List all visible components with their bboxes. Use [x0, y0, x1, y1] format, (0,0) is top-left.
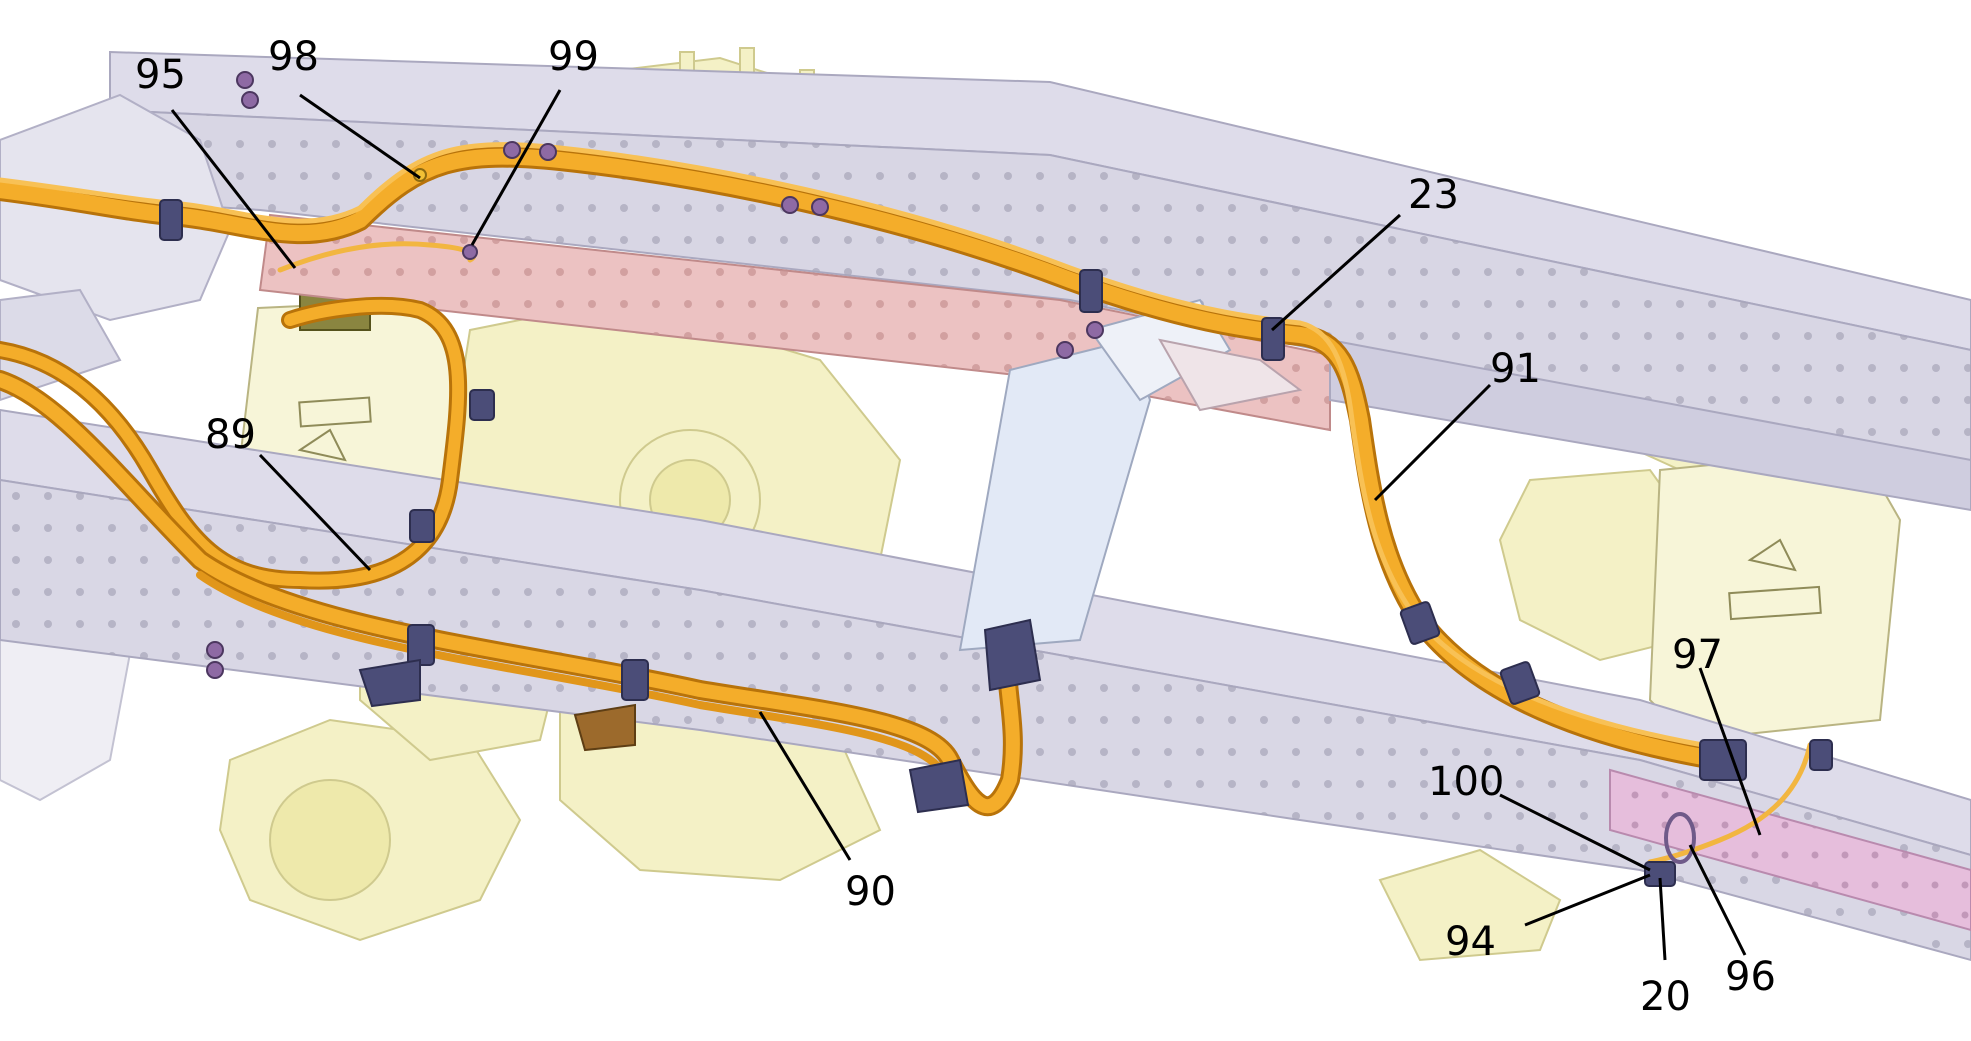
bracket — [358, 658, 421, 708]
control-unit-right — [1648, 448, 1902, 742]
bolt — [241, 91, 259, 109]
warning-triangle-icon — [1747, 538, 1797, 572]
leader-98 — [299, 93, 421, 180]
bolt — [781, 196, 799, 214]
leader-91 — [1373, 383, 1492, 502]
clamp — [409, 509, 435, 543]
clamp — [469, 389, 495, 421]
clamps — [159, 199, 1833, 887]
clamp — [1499, 661, 1541, 705]
callout-96: 96 — [1725, 954, 1776, 1000]
callout-99: 99 — [548, 34, 599, 80]
bolt — [206, 641, 224, 659]
leader-97 — [1698, 667, 1762, 836]
bolts — [206, 71, 1696, 864]
leader-20 — [1658, 877, 1667, 961]
bolt — [1086, 321, 1104, 339]
callout-94: 94 — [1445, 919, 1496, 965]
clamp-vertical — [983, 618, 1042, 692]
axle-right-bottom — [1378, 848, 1562, 962]
leader-95 — [170, 109, 297, 269]
leader-23 — [1270, 213, 1402, 332]
callout-90: 90 — [845, 869, 896, 915]
bolt — [1056, 341, 1074, 359]
axle-right-middle — [1498, 468, 1702, 662]
clamp-23 — [1261, 317, 1285, 361]
clamp-lower — [908, 758, 970, 814]
leader-100 — [1499, 793, 1651, 872]
callout-100: 100 — [1428, 759, 1504, 805]
clamp — [159, 199, 183, 241]
callout-98: 98 — [268, 34, 319, 80]
callout-89: 89 — [205, 412, 256, 458]
bolt — [539, 143, 557, 161]
leader-lines — [170, 89, 1762, 961]
callout-97: 97 — [1672, 632, 1723, 678]
bolt — [206, 661, 224, 679]
leader-90 — [758, 711, 852, 861]
leader-99 — [470, 89, 562, 246]
callout-labels: 95 98 99 23 91 89 90 97 100 94 20 96 — [135, 34, 1776, 1020]
bolt-99 — [462, 244, 478, 260]
callout-23: 23 — [1408, 172, 1459, 218]
connector-right — [1699, 739, 1747, 781]
leader-89 — [258, 453, 372, 572]
leader-96 — [1688, 844, 1747, 956]
warning-triangle-icon — [297, 428, 347, 462]
callout-20: 20 — [1640, 974, 1691, 1020]
callout-95: 95 — [135, 52, 186, 98]
bolt — [503, 141, 521, 159]
ring-96 — [1664, 812, 1696, 864]
clamp — [1079, 269, 1103, 313]
motor-hub — [269, 779, 391, 901]
clamp — [1399, 601, 1441, 645]
clamp — [621, 659, 649, 701]
connector-small — [1809, 739, 1833, 771]
leader-94 — [1524, 873, 1651, 927]
bolt — [811, 198, 829, 216]
bolt — [236, 71, 254, 89]
callout-91: 91 — [1490, 346, 1541, 392]
bracket — [573, 703, 636, 752]
